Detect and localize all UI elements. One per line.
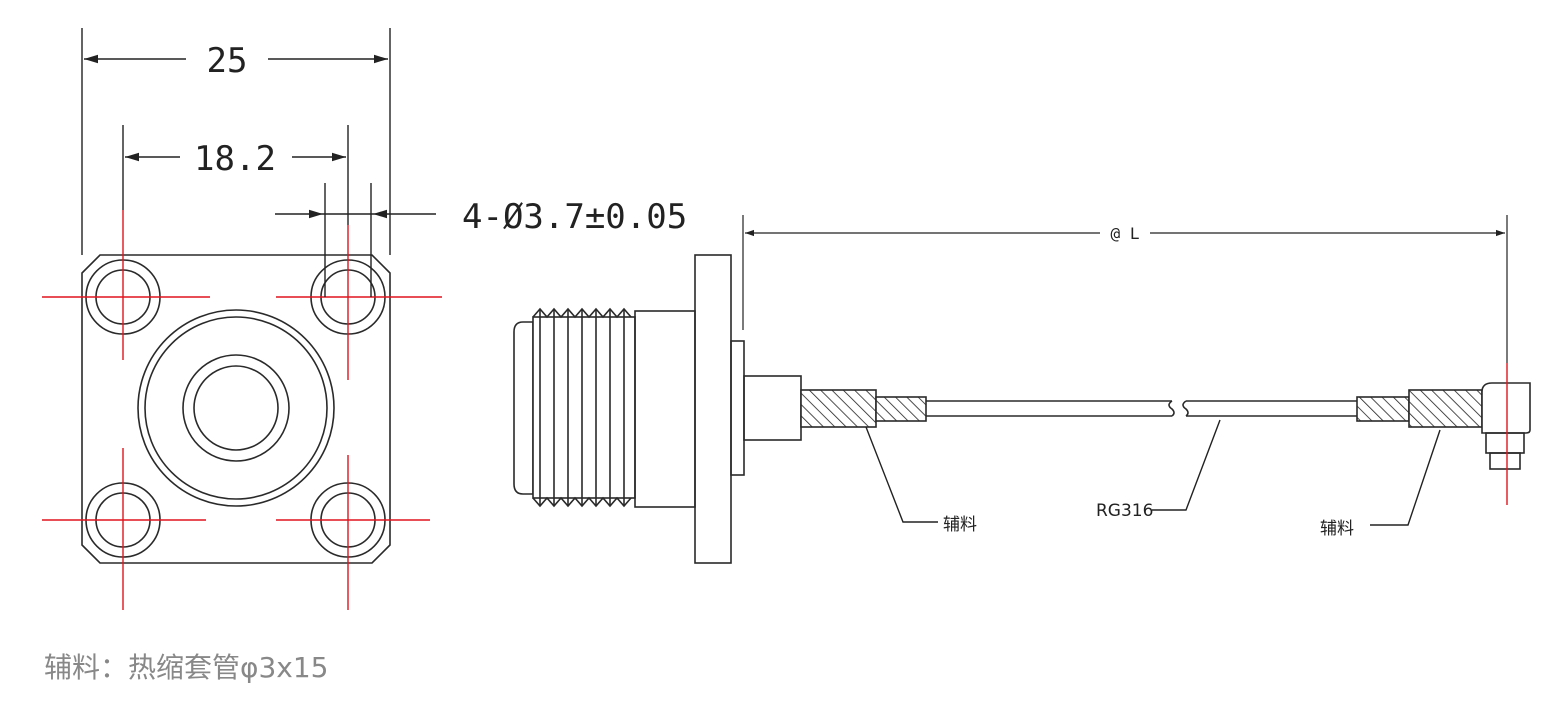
dimension-hole-spacing <box>122 125 349 225</box>
cable-type-callout: RG316 <box>1096 501 1153 521</box>
dimension-overall-width <box>81 28 391 255</box>
left-sleeve-callout: 辅料 <box>943 515 977 535</box>
cable <box>926 400 1357 417</box>
hole-diameter-label: 4-Ø3.7±0.05 <box>462 197 687 237</box>
left-heatshrink-large <box>800 389 877 428</box>
front-view <box>81 254 391 564</box>
side-view <box>513 254 1531 564</box>
thread-crests <box>532 307 632 508</box>
hole-centerlines <box>42 210 442 610</box>
side-flange <box>694 254 732 564</box>
dimension-hole-diameter <box>275 183 436 297</box>
right-heatshrink-small <box>1356 396 1410 422</box>
left-heatshrink-small <box>875 396 927 422</box>
flange-outline <box>81 254 391 564</box>
material-note: 辅料：热缩套管φ3x15 <box>44 651 329 684</box>
rear-ferrule <box>743 375 802 441</box>
threaded-body <box>513 316 636 499</box>
collar <box>634 310 696 508</box>
right-sleeve-callout: 辅料 <box>1320 519 1354 539</box>
rear-nut <box>730 340 745 476</box>
hole-spacing-label: 18.2 <box>194 139 276 179</box>
dimension-cable-length <box>742 215 1508 363</box>
right-heatshrink-large <box>1408 389 1483 428</box>
leader-lines <box>865 419 1441 526</box>
connector-face <box>137 309 335 507</box>
overall-width-label: 25 <box>207 41 248 81</box>
cable-length-label: @ L <box>1111 224 1140 243</box>
right-angle-connector <box>1481 382 1531 470</box>
